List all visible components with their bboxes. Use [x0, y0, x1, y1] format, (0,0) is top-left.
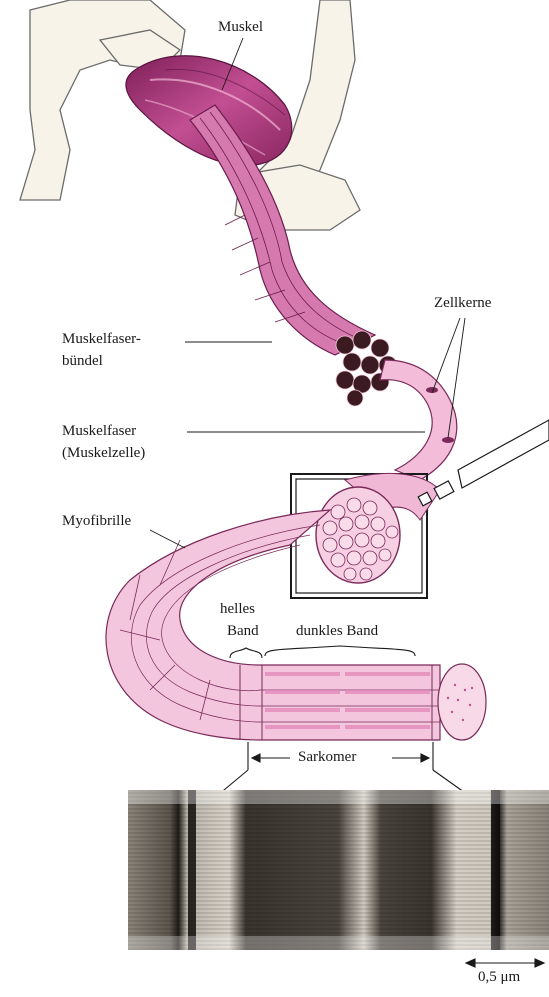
label-myofibril: Myofibrille [62, 512, 131, 531]
fiber-cross-section [316, 473, 440, 583]
label-dark-band: dunkles Band [296, 622, 378, 641]
label-sarcomere: Sarkomer [298, 748, 356, 767]
label-muscle: Muskel [218, 18, 263, 37]
electron-micrograph [128, 790, 549, 950]
label-fiber-bundle-1: Muskelfaser- [62, 330, 141, 349]
label-muscle-fiber-2: (Muskelzelle) [62, 444, 145, 463]
label-fiber-bundle-2: bündel [62, 352, 103, 371]
muscle-fiber [380, 360, 457, 480]
label-light-band-1: helles [220, 600, 255, 619]
label-muscle-fiber-1: Muskelfaser [62, 422, 136, 441]
label-scale-bar: 0,5 μm [478, 968, 520, 987]
band-braces [230, 646, 415, 658]
label-light-band-2: Band [227, 622, 259, 641]
label-cell-nuclei: Zellkerne [434, 294, 491, 313]
scale-bar-arrow [466, 959, 544, 967]
